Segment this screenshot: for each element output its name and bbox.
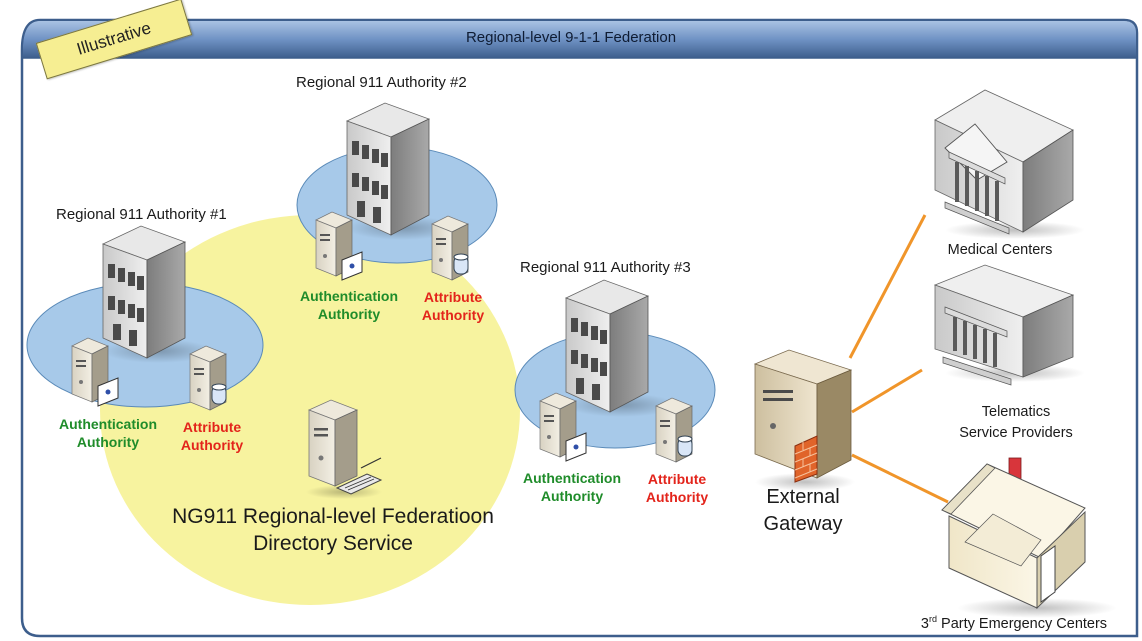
link-emergency: [851, 453, 949, 504]
authority-2-label: Regional 911 Authority #2: [296, 74, 467, 91]
authn-label-3-line1: Authentication: [523, 470, 621, 486]
medical-centers-label: Medical Centers: [947, 242, 1053, 258]
emergency-centers-label: 3rd Party Emergency Centers: [884, 614, 1142, 632]
directory-service-line2: Directory Service: [253, 532, 413, 555]
authn-label-2: Authentication Authority: [289, 287, 409, 323]
link-telematics: [851, 368, 923, 414]
frame-header-bar: [23, 21, 1136, 58]
firewall-icon: [794, 435, 818, 483]
diagram-title: Regional-level 9-1-1 Federation: [465, 29, 677, 46]
building-authority-3: [564, 279, 676, 417]
attr-server-3: [655, 397, 693, 463]
authn-label-1: Authentication Authority: [49, 415, 167, 451]
attr-label-2-line1: Attribute: [423, 289, 483, 305]
authn-label-3: Authentication Authority: [512, 469, 632, 505]
telematics-label-line1: Telematics: [981, 404, 1051, 420]
telematics-label: Telematics Service Providers: [942, 402, 1090, 444]
attr-label-2: Attribute Authority: [410, 288, 496, 324]
attr-label-3: Attribute Authority: [634, 470, 720, 506]
gateway-label-line2: Gateway: [763, 513, 843, 535]
authn-label-2-line2: Authority: [317, 306, 381, 322]
gateway-links: [848, 214, 949, 504]
authn-label-1-line1: Authentication: [59, 416, 157, 432]
attr-label-2-line2: Authority: [421, 307, 485, 323]
authn-label-1-line2: Authority: [76, 434, 140, 450]
authn-server-2: [315, 211, 363, 281]
authn-server-1: [71, 337, 119, 407]
attr-label-1-line2: Authority: [180, 437, 244, 453]
attr-label-3-line1: Attribute: [647, 471, 707, 487]
door: [1040, 545, 1056, 603]
authn-label-3-line2: Authority: [540, 488, 604, 504]
directory-service-line1: NG911 Regional-level Federatioon: [172, 505, 494, 528]
authn-server-3: [539, 392, 587, 462]
attr-label-1: Attribute Authority: [170, 418, 254, 454]
medical-center-building: [934, 89, 1085, 239]
attr-label-3-line2: Authority: [645, 489, 709, 505]
directory-service-label: NG911 Regional-level Federatioon Directo…: [158, 503, 508, 557]
attr-server-1: [189, 345, 227, 411]
attr-label-1-line1: Attribute: [182, 419, 242, 435]
gateway-label-line1: External: [766, 486, 840, 508]
authority-3-label: Regional 911 Authority #3: [520, 259, 691, 276]
telematics-label-line2: Service Providers: [959, 425, 1073, 441]
emergency-sup: rd: [929, 614, 938, 624]
link-medical: [848, 214, 927, 359]
directory-server: [306, 399, 383, 499]
attr-server-2: [431, 215, 469, 281]
telematics-building: [933, 264, 1085, 386]
emergency-center-house: [941, 457, 1117, 618]
gateway-label: External Gateway: [748, 484, 858, 538]
emergency-prefix: 3: [920, 615, 929, 632]
building-authority-2: [345, 102, 457, 240]
authority-1-label: Regional 911 Authority #1: [56, 206, 227, 223]
authn-label-2-line1: Authentication: [300, 288, 398, 304]
building-authority-1: [101, 225, 213, 363]
gateway-server: [753, 349, 855, 491]
emergency-suffix: Party Emergency Centers: [937, 615, 1108, 632]
